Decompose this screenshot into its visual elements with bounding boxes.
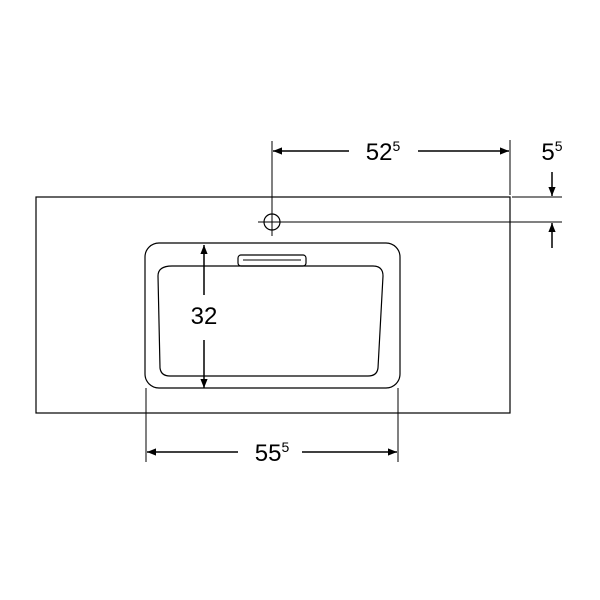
basin-outer-rim (144, 242, 401, 389)
basin-width-label: 555 (255, 439, 290, 467)
faucet-offset-label: 525 (366, 138, 401, 166)
overflow-slot (237, 254, 307, 267)
basin-inner-bowl (157, 265, 384, 377)
basin-depth-label: 32 (191, 303, 218, 330)
countertop-outline (35, 196, 511, 414)
faucet-depth-label: 55 (541, 138, 562, 166)
